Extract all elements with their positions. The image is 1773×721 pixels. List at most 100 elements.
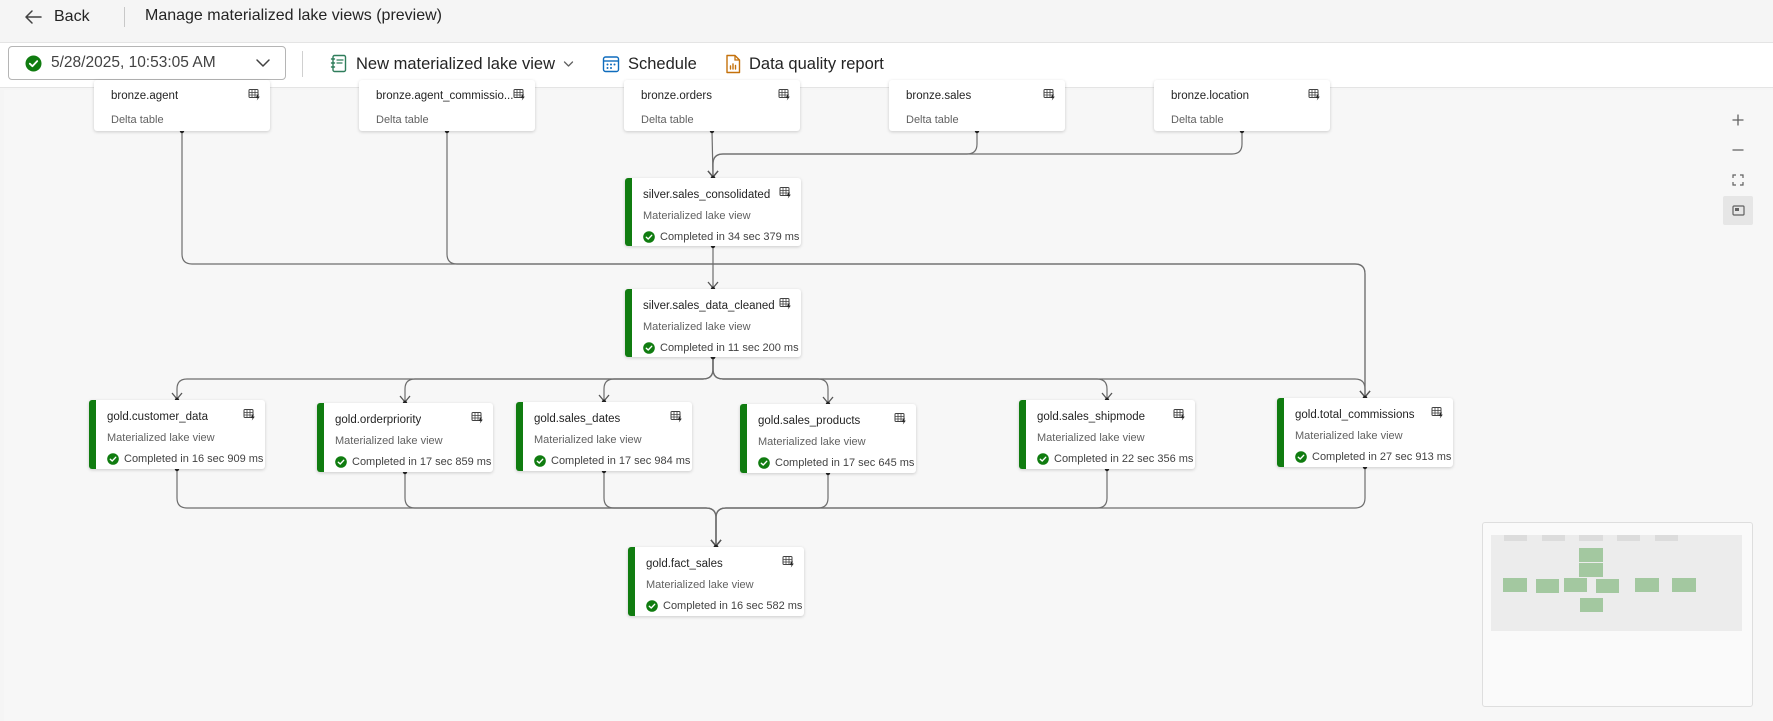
table-lightning-icon xyxy=(778,89,790,101)
back-label: Back xyxy=(54,8,90,25)
node-title: gold.sales_shipmode xyxy=(1037,411,1146,423)
edge-gold-total-commissions-to-gold-fact-sales xyxy=(715,467,1366,546)
node-status: Completed in 17 sec 984 ms xyxy=(534,455,690,467)
node-type: Delta table xyxy=(1171,114,1224,126)
minimap-node-bronze-sales xyxy=(1616,535,1641,541)
node-title: bronze.agent xyxy=(111,90,179,102)
minimap-node-silver-sales-consolidated xyxy=(1579,548,1603,563)
node-type: Materialized lake view xyxy=(643,210,751,222)
check-circle-icon xyxy=(107,453,119,465)
table-lightning-icon xyxy=(1431,407,1443,419)
node-status: Completed in 27 sec 913 ms xyxy=(1295,451,1451,463)
node-status: Completed in 22 sec 356 ms xyxy=(1037,453,1193,465)
top-bar: Back Manage materialized lake views (pre… xyxy=(0,0,1773,37)
node-bronze-agent-commission[interactable]: bronze.agent_commissio... Delta table xyxy=(359,80,535,131)
edge-silver-sales-data-cleaned-to-gold-sales-shipmode xyxy=(712,357,1108,399)
new-view-label: New materialized lake view xyxy=(356,54,555,73)
node-type: Materialized lake view xyxy=(1037,432,1145,444)
check-circle-icon xyxy=(646,600,658,612)
node-title: gold.orderpriority xyxy=(335,414,422,426)
back-button[interactable]: Back xyxy=(24,4,90,30)
node-type: Materialized lake view xyxy=(646,579,754,591)
table-lightning-icon xyxy=(1308,89,1320,101)
run-history-dropdown[interactable]: 5/28/2025, 10:53:05 AM xyxy=(8,46,286,80)
node-status-text: Completed in 16 sec 909 ms xyxy=(124,453,264,465)
table-lightning-icon xyxy=(1173,409,1185,421)
report-icon xyxy=(726,54,741,74)
check-circle-icon xyxy=(1037,453,1049,465)
node-status: Completed in 34 sec 379 ms xyxy=(643,231,799,243)
node-status-text: Completed in 17 sec 645 ms xyxy=(775,457,915,469)
edge-silver-sales-data-cleaned-to-gold-sales-dates xyxy=(603,357,714,401)
node-title: bronze.agent_commissio... xyxy=(376,90,514,102)
edge-silver-sales-data-cleaned-to-gold-sales-products xyxy=(712,357,829,403)
chevron-down-icon xyxy=(563,61,574,67)
schedule-button[interactable]: Schedule xyxy=(602,48,697,80)
minimap-node-bronze-orders xyxy=(1579,535,1603,541)
header-divider xyxy=(124,7,125,27)
zoom-out-button[interactable] xyxy=(1723,137,1753,163)
node-status-text: Completed in 17 sec 859 ms xyxy=(352,456,492,468)
node-type: Materialized lake view xyxy=(758,436,866,448)
zoom-controls xyxy=(1723,107,1753,225)
node-type: Delta table xyxy=(376,114,429,126)
node-status-text: Completed in 27 sec 913 ms xyxy=(1312,451,1452,463)
node-title: gold.fact_sales xyxy=(646,558,723,570)
node-icon xyxy=(248,88,261,106)
minimap-toggle-button[interactable] xyxy=(1723,196,1753,225)
table-lightning-icon xyxy=(782,556,794,568)
check-circle-icon xyxy=(643,231,655,243)
edge-silver-sales-data-cleaned-to-gold-customer-data xyxy=(176,357,714,399)
arrow-left-icon xyxy=(25,10,42,24)
node-title: silver.sales_consolidated xyxy=(643,189,771,201)
node-status: Completed in 16 sec 582 ms xyxy=(646,600,802,612)
data-quality-report-button[interactable]: Data quality report xyxy=(725,48,884,80)
minimap-node-gold-total-commissions xyxy=(1672,577,1696,592)
edge-gold-orderpriority-to-gold-fact-sales xyxy=(404,472,717,546)
node-icon xyxy=(779,186,792,204)
check-circle-icon xyxy=(643,342,655,354)
node-icon xyxy=(1043,88,1056,106)
new-materialized-lake-view-button[interactable]: New materialized lake view xyxy=(330,48,574,80)
schedule-label: Schedule xyxy=(628,54,697,73)
node-type: Materialized lake view xyxy=(643,321,751,333)
minus-icon xyxy=(1732,149,1744,151)
node-title: bronze.sales xyxy=(906,90,972,102)
minimap-node-bronze-agent-commission xyxy=(1541,535,1565,541)
zoom-in-button[interactable] xyxy=(1723,107,1753,133)
edge-bronze-agent-commission-to-gold-total-commissions xyxy=(446,131,1366,397)
minimap[interactable] xyxy=(1482,522,1753,707)
edge-bronze-location-to-silver-sales-consolidated xyxy=(712,131,1243,177)
node-status-text: Completed in 17 sec 984 ms xyxy=(551,455,691,467)
node-icon xyxy=(670,410,683,428)
table-lightning-icon xyxy=(243,409,255,421)
toolbar-divider xyxy=(302,51,303,77)
node-title: bronze.location xyxy=(1171,90,1249,102)
node-status: Completed in 16 sec 909 ms xyxy=(107,453,263,465)
node-icon xyxy=(1431,406,1444,424)
check-circle-icon xyxy=(335,456,347,468)
node-icon xyxy=(779,297,792,315)
edge-silver-sales-data-cleaned-to-gold-total-commissions xyxy=(712,357,1366,397)
table-lightning-icon xyxy=(894,413,906,425)
minimap-node-gold-fact-sales xyxy=(1579,598,1604,613)
node-icon xyxy=(471,411,484,429)
fit-view-button[interactable] xyxy=(1723,167,1753,193)
node-title: silver.sales_data_cleaned xyxy=(643,300,775,312)
table-lightning-icon xyxy=(471,412,483,424)
minimap-icon xyxy=(1731,205,1745,216)
